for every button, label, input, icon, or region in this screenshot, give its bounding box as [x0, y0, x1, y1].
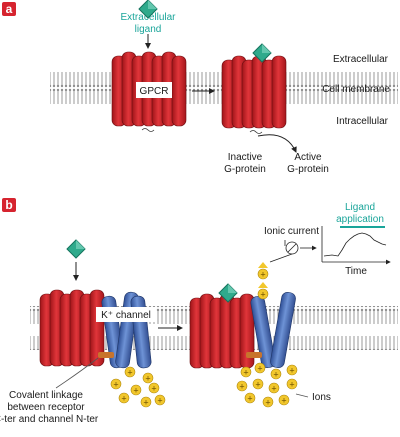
gpcr-inactive — [111, 51, 187, 127]
meter-lead-bottom — [269, 253, 293, 263]
svg-text:+: + — [260, 270, 265, 280]
active-gprotein-label-line1: Active — [294, 152, 322, 163]
k-ion-icon — [278, 394, 290, 406]
k-ion-icon — [270, 368, 282, 380]
k-ion-charge: + — [127, 368, 132, 378]
ligand-icon-b — [66, 239, 86, 259]
k-ion-charge: + — [151, 384, 156, 394]
panel-b-badge — [2, 198, 16, 212]
k-ion-icon — [286, 378, 298, 390]
ligand-icon — [138, 0, 158, 19]
panel-b-letter: b — [5, 198, 12, 212]
k-ion-icon — [142, 372, 154, 384]
k-ion-icon — [118, 392, 130, 404]
k-ion-charge: + — [265, 398, 270, 408]
k-ion-icon — [262, 396, 274, 408]
k-ion-charge: + — [243, 368, 248, 378]
gpcr-active — [221, 55, 287, 129]
gpcr-label: GPCR — [140, 86, 169, 97]
k-ion-charge: + — [133, 386, 138, 396]
k-ion-charge: + — [157, 396, 162, 406]
ligand-application-label-line2: application — [336, 214, 384, 225]
k-ion-icon — [286, 364, 298, 376]
k-ion-icon — [148, 382, 160, 394]
intracellular-side-label: Intracellular — [336, 116, 388, 127]
inactive-gprotein-label-line1: Inactive — [228, 152, 263, 163]
linkage-pointer — [55, 357, 99, 389]
k-ion-charge: + — [273, 370, 278, 380]
active-gprotein-label-line2: G-protein — [287, 164, 329, 175]
k-ion-charge: + — [113, 380, 118, 390]
panel-a-badge — [2, 2, 16, 16]
k-ion-icon — [130, 384, 142, 396]
ctail-squiggle-a1 — [141, 128, 155, 132]
svg-text:+: + — [260, 290, 265, 300]
ions-label: Ions — [312, 392, 331, 403]
k-ion-charge: + — [289, 380, 294, 390]
linker-b — [246, 352, 262, 358]
bound-ligand-icon-b — [218, 283, 238, 303]
ctail-squiggle-a2 — [249, 130, 263, 134]
k-ion-icon — [236, 380, 248, 392]
k-ion-icon — [124, 366, 136, 378]
extracellular-side-label: Extracellular — [333, 54, 389, 65]
linkage-label-line2: between receptor — [7, 402, 85, 413]
k-ion-charge: + — [145, 374, 150, 384]
k-ion-icon — [252, 378, 264, 390]
inactive-gprotein-label-line2: G-protein — [224, 164, 266, 175]
k-ion-charge: + — [143, 398, 148, 408]
k-channel-label: K⁺ channel — [101, 310, 151, 321]
k-ion-charge: + — [257, 364, 262, 374]
current-trace — [323, 232, 387, 257]
k-ion-icon — [268, 382, 280, 394]
k-ion-charge: + — [271, 384, 276, 394]
linkage-label-line1: Covalent linkage — [9, 390, 83, 401]
panel-a: a Extracellular ligand GPCR — [2, 0, 398, 175]
linker-a — [98, 352, 114, 358]
gpcr-channel-inactive — [39, 289, 152, 369]
k-ion-icon — [244, 392, 256, 404]
k-ion-icon — [254, 362, 266, 374]
ammeter-needle — [287, 243, 297, 253]
k-ion-charge: + — [289, 366, 294, 376]
k-ion-icon — [140, 396, 152, 408]
extracellular-ligand-label-line2: ligand — [135, 24, 162, 35]
k-ion-charge: + — [239, 382, 244, 392]
k-ion-charge: + — [255, 380, 260, 390]
channel-label-box — [96, 307, 156, 322]
gpcr-channel-active — [189, 292, 296, 369]
k-ion-icon — [154, 394, 166, 406]
gprotein-activation-arrow — [257, 134, 297, 153]
time-axis-label: Time — [345, 266, 367, 277]
k-ion-icon — [240, 366, 252, 378]
panel-a-letter: a — [6, 2, 13, 16]
k-ion-charge: + — [247, 394, 252, 404]
k-ion-charge: + — [281, 396, 286, 406]
outgoing-ions: + + — [257, 262, 269, 300]
ions-pointer — [295, 393, 309, 398]
ligand-application-label-line1: Ligand — [345, 202, 375, 213]
panel-b: b K⁺ channel — [0, 198, 398, 425]
intracellular-ions-a: ++++++++ — [110, 366, 166, 408]
cell-membrane-label: Cell membrane — [322, 84, 390, 95]
k-ion-icon — [110, 378, 122, 390]
k-ion-charge: + — [121, 394, 126, 404]
bound-ligand-icon-a — [252, 43, 272, 63]
ionic-current-label: Ionic current — [264, 226, 319, 237]
linkage-label-line3: C-ter and channel N-ter — [0, 414, 99, 425]
intracellular-ions-b: +++++++++++ — [236, 362, 298, 408]
